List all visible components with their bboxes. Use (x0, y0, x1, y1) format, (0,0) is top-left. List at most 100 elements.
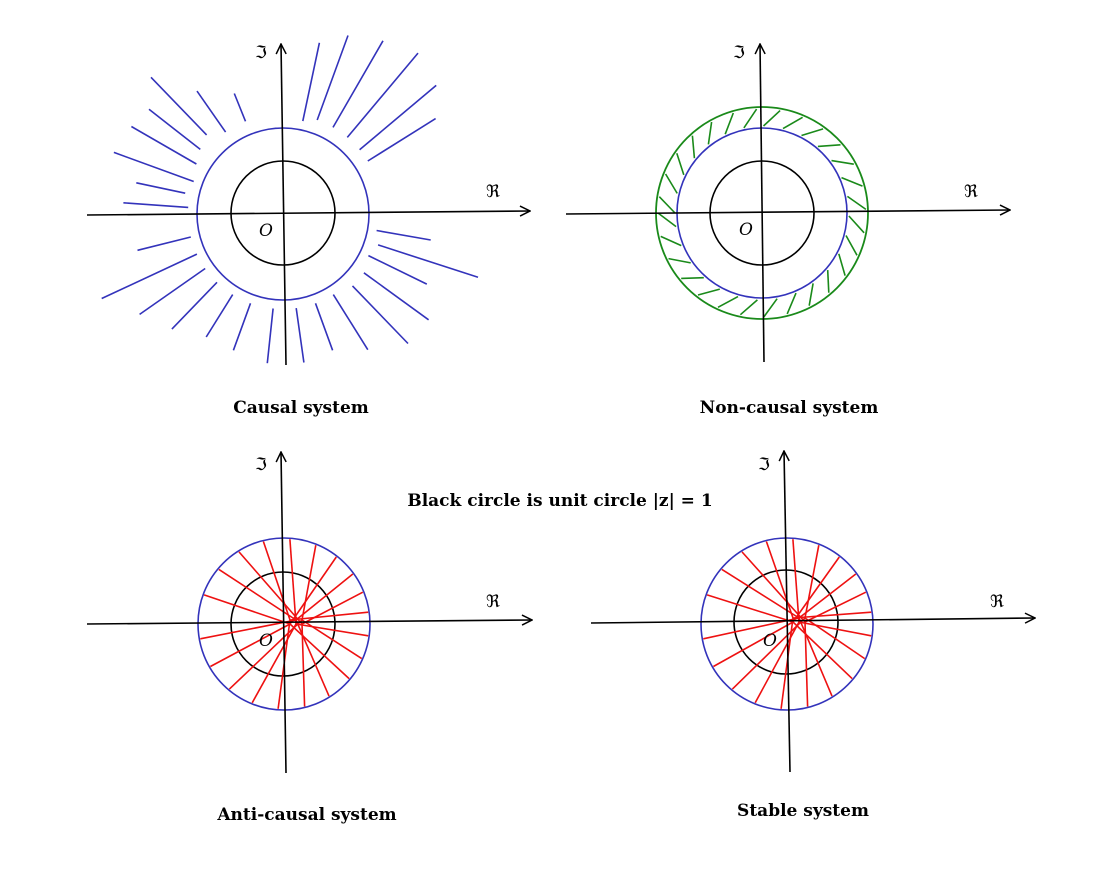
stable-hatch-stroke (792, 539, 800, 623)
noncausal-hatch-stroke (838, 253, 846, 276)
anticausal-hatch-stroke (301, 623, 306, 707)
noncausal-origin-label: O (739, 220, 753, 240)
anticausal-hatch-stroke (295, 619, 330, 697)
causal-hatch-stroke (376, 229, 431, 241)
noncausal-hatch-stroke (676, 153, 685, 176)
noncausal-hatch-stroke (782, 116, 803, 130)
noncausal-real-axis (565, 210, 1010, 214)
causal-caption: Causal system (233, 398, 369, 418)
stable-hatch (703, 539, 872, 709)
causal-hatch-stroke (332, 294, 369, 351)
noncausal-real-label: ℜ (964, 182, 978, 202)
anticausal-real-axis (86, 620, 532, 624)
causal-hatch-stroke (101, 253, 198, 300)
noncausal-hatch-stroke (658, 196, 676, 214)
noncausal-hatch-stroke (786, 292, 797, 315)
causal-hatch-stroke (196, 90, 227, 133)
anticausal-hatch-stroke (301, 591, 364, 625)
causal-real-axis (86, 211, 530, 215)
stable-imag-axis (784, 451, 791, 773)
stable-hatch-stroke (706, 594, 794, 623)
causal-hatch-stroke (359, 84, 437, 151)
anticausal-origin-label: O (259, 631, 273, 651)
causal-hatch-stroke (266, 308, 274, 364)
stable-imag-label: ℑ (758, 455, 770, 475)
stable-hatch-stroke (792, 611, 872, 619)
anticausal-hatch-stroke (262, 541, 291, 621)
anticausal-hatch-stroke (228, 619, 303, 690)
stable-hatch-stroke (765, 541, 794, 619)
noncausal-hatch-stroke (848, 215, 865, 234)
causal-imag-label: ℑ (255, 43, 267, 63)
anticausal-hatch-stroke (295, 573, 354, 621)
causal-hatch-stroke (205, 294, 234, 338)
stable-origin-label: O (763, 631, 777, 651)
causal-hatch-stroke (232, 303, 252, 351)
anticausal-hatch-stroke (301, 545, 317, 621)
anticausal-caption: Anti-causal system (216, 805, 396, 825)
anticausal-real-label: ℜ (486, 592, 500, 612)
causal-hatch-stroke (368, 254, 428, 285)
stable-roc-circle (700, 537, 874, 711)
panel-causal: ℑ ℜ O Causal system (86, 35, 530, 418)
noncausal-hatch-stroke (697, 288, 721, 296)
causal-hatch-stroke (363, 272, 430, 321)
anticausal-hatch-stroke (289, 623, 350, 680)
noncausal-hatch-stroke (831, 159, 854, 165)
noncausal-hatch-stroke (739, 299, 758, 316)
stable-hatch-stroke (721, 568, 800, 619)
anticausal-hatch-stroke (251, 623, 297, 704)
causal-hatch-stroke (139, 267, 206, 316)
noncausal-hatch-stroke (762, 110, 781, 127)
causal-hatch-stroke (123, 202, 189, 209)
noncausal-hatch-stroke (808, 283, 814, 306)
noncausal-hatch-stroke (657, 212, 677, 228)
stable-hatch-stroke (713, 621, 794, 668)
causal-hatch-stroke (148, 108, 201, 151)
panel-stable: ℑ ℜ O Stable system (590, 451, 1035, 821)
anticausal-hatch (200, 539, 369, 709)
causal-hatch-stroke (367, 117, 437, 162)
stable-hatch-stroke (792, 621, 853, 680)
stable-hatch-stroke (741, 551, 806, 623)
noncausal-hatch-stroke (763, 298, 778, 318)
panel-noncausal: ℑ ℜ O Non-causal system (565, 43, 1010, 418)
causal-imag-axis (281, 44, 286, 366)
noncausal-hatch-stroke (668, 257, 691, 264)
stable-hatch-stroke (754, 621, 800, 704)
causal-hatch-stroke (314, 303, 334, 351)
stable-hatch-stroke (798, 621, 872, 637)
noncausal-hatch-stroke (681, 276, 704, 280)
anticausal-hatch-stroke (301, 619, 363, 660)
anticausal-hatch-stroke (289, 539, 297, 625)
causal-hatch-stroke (233, 93, 247, 122)
stable-hatch-stroke (798, 573, 857, 619)
noncausal-hatch-stroke (724, 112, 735, 135)
causal-hatch-stroke (316, 35, 349, 121)
noncausal-hatch-stroke (846, 195, 867, 211)
noncausal-hatch-stroke (801, 128, 824, 137)
causal-hatch-stroke (351, 285, 409, 345)
anticausal-roc-circle (197, 537, 371, 711)
noncausal-hatch-stroke (743, 108, 758, 129)
noncausal-hatch-stroke (664, 173, 678, 194)
noncausal-hatch-stroke (707, 121, 713, 145)
anticausal-imag-axis (281, 452, 286, 774)
stable-hatch-stroke (804, 617, 866, 660)
causal-hatch-stroke (136, 182, 186, 194)
anticausal-hatch-stroke (238, 551, 303, 625)
anticausal-hatch-stroke (289, 556, 337, 625)
panel-anticausal: ℑ ℜ O Anti-causal system (86, 452, 532, 825)
noncausal-hatch-stroke (691, 135, 696, 159)
causal-hatch (101, 35, 479, 364)
noncausal-hatch-stroke (660, 235, 682, 247)
stable-hatch-stroke (804, 545, 820, 619)
anticausal-imag-label: ℑ (255, 455, 267, 475)
stable-hatch-stroke (798, 617, 833, 697)
anticausal-hatch-stroke (295, 623, 369, 637)
noncausal-hatch-stroke (845, 235, 858, 256)
causal-hatch-stroke (302, 42, 321, 122)
causal-real-label: ℜ (486, 182, 500, 202)
stable-real-label: ℜ (990, 592, 1004, 612)
stable-caption: Stable system (737, 801, 869, 821)
